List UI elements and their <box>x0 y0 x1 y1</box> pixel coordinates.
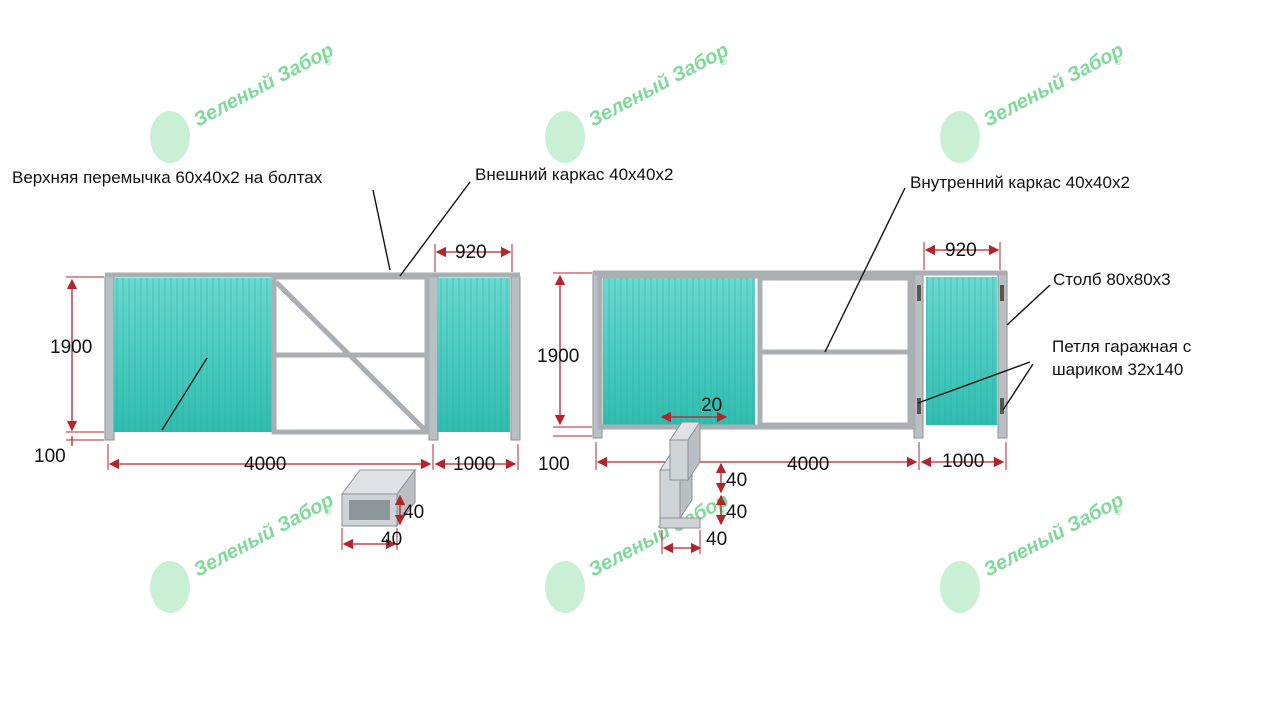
middle-post <box>428 276 439 441</box>
leaf-icon <box>150 111 190 163</box>
dim-wicket-inner: 920 <box>455 242 487 263</box>
watermark-logo: Зеленый Забор ® <box>545 489 732 613</box>
leaf-icon <box>545 111 585 163</box>
dim-wicket-width: 1000 <box>942 451 984 472</box>
dim-width: 4000 <box>787 454 829 475</box>
profile-offset: 20 <box>701 395 722 416</box>
watermark-mark: ® <box>325 57 332 67</box>
left-post <box>104 276 115 441</box>
label-outer-frame: Внешний каркас 40х40х2 <box>475 165 673 184</box>
outer-frame <box>597 273 916 430</box>
watermark-text: Зеленый Забор <box>190 39 337 131</box>
leaf-icon <box>545 561 585 613</box>
leader-post <box>1006 284 1051 326</box>
label-post: Столб 80х80х3 <box>1053 270 1171 289</box>
dim-height: 1900 <box>50 337 92 358</box>
label-hinge-line1: Петля гаражная с <box>1052 337 1192 356</box>
left-gate: 1900 100 4000 1000 920 40 40 <box>34 181 521 550</box>
profile-section-square <box>341 468 416 550</box>
watermark-logo: Зеленый Забор ® <box>940 39 1127 163</box>
profile-section-stacked <box>659 411 728 554</box>
watermark-text: Зеленый Забор <box>585 39 732 131</box>
leaf-icon <box>940 561 980 613</box>
watermark-text: Зеленый Забор <box>980 489 1127 581</box>
wicket-ribs <box>437 278 510 432</box>
label-inner-frame: Внутренний каркас 40х40х2 <box>910 173 1130 192</box>
leaf-icon <box>940 111 980 163</box>
leader-inner-frame <box>824 187 906 353</box>
dim-width: 4000 <box>244 454 286 475</box>
dim-height: 1900 <box>537 346 579 367</box>
dim-gap: 100 <box>538 454 570 475</box>
leader-sheet <box>161 357 208 431</box>
label-top-crossbar: Верхняя перемычка 60х40х2 на болтах <box>12 168 323 187</box>
watermark-text: Зеленый Забор <box>980 39 1127 131</box>
dim-wicket-inner: 920 <box>945 240 977 261</box>
leader-hinge <box>917 361 1031 404</box>
label-hinge-line2: шариком 32х140 <box>1052 360 1183 379</box>
leader-crossbar <box>372 189 391 271</box>
leader-hinge <box>1002 363 1034 411</box>
profile-w: 40 <box>381 529 402 550</box>
watermark-mark: ® <box>1115 507 1122 517</box>
watermark-logo: Зеленый Забор ® <box>150 489 337 613</box>
profile-h2: 40 <box>726 502 747 523</box>
watermark-logo: Зеленый Забор ® <box>940 489 1127 613</box>
watermark-text: Зеленый Забор <box>190 489 337 581</box>
hinge-icon <box>1000 285 1004 301</box>
sheet-ribs <box>603 277 755 425</box>
hinge-icon <box>917 285 921 301</box>
hinge-icon <box>917 398 921 414</box>
watermark-mark: ® <box>325 507 332 517</box>
diagonal-brace <box>274 280 427 432</box>
watermark-logo: Зеленый Забор ® <box>545 39 732 163</box>
profile-h: 40 <box>403 502 424 523</box>
wicket-ribs <box>926 277 997 425</box>
leaf-icon <box>150 561 190 613</box>
dim-wicket-width: 1000 <box>453 454 495 475</box>
watermark-mark: ® <box>1115 57 1122 67</box>
sheet-ribs <box>114 278 272 432</box>
right-gate: 1900 100 4000 1000 920 20 40 40 40 <box>537 187 1051 554</box>
watermark-mark: ® <box>720 57 727 67</box>
profile-w: 40 <box>706 529 727 550</box>
right-post <box>510 276 521 441</box>
watermark-logo: Зеленый Забор ® <box>150 39 337 163</box>
hinge-icon <box>1000 398 1004 414</box>
leader-outer-frame <box>399 181 471 277</box>
dim-gap: 100 <box>34 446 66 467</box>
profile-h1: 40 <box>726 470 747 491</box>
